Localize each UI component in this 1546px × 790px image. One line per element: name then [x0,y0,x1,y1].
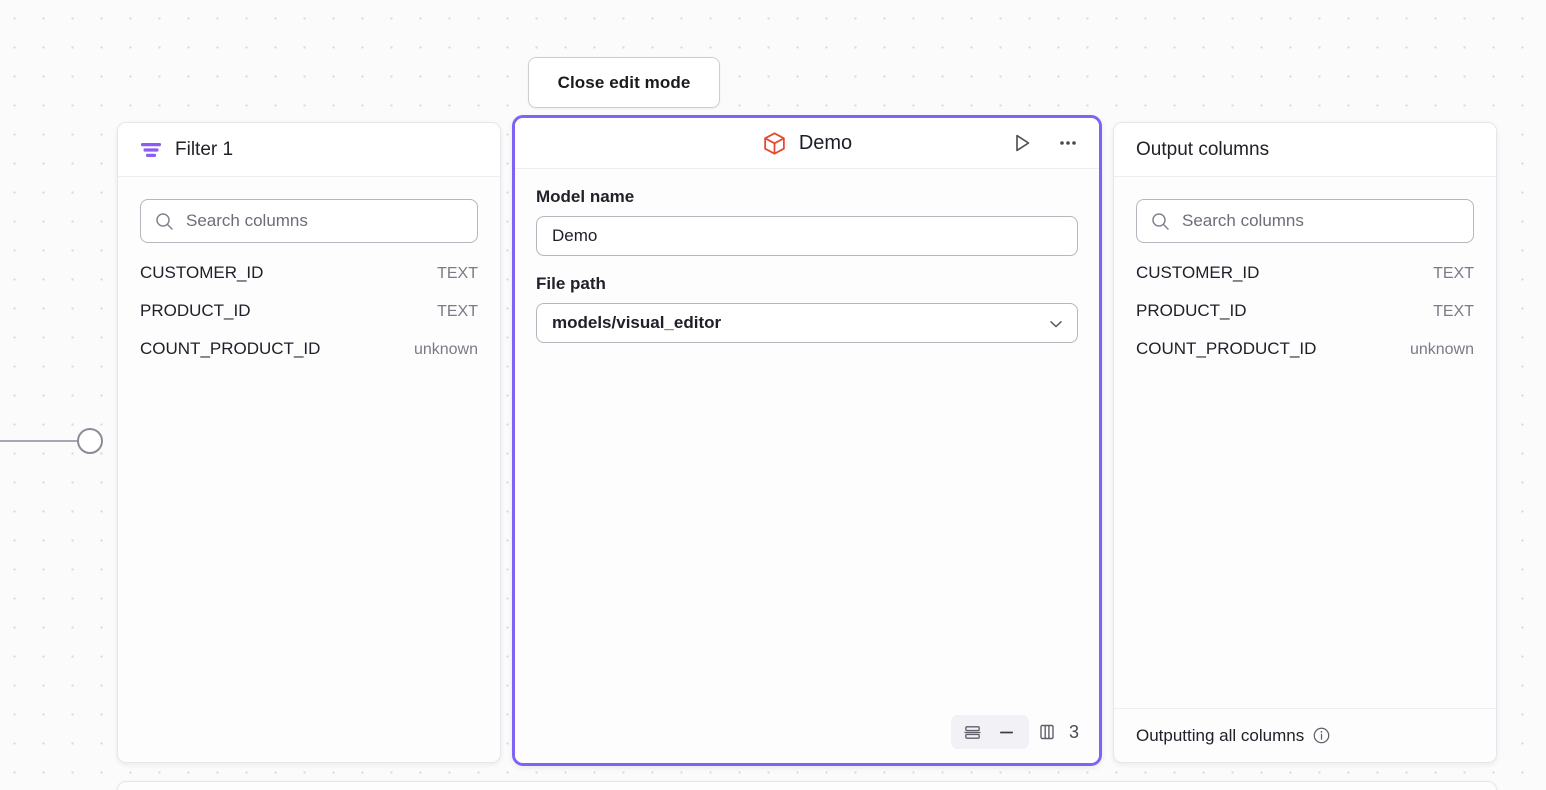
model-panel-header: Demo [515,118,1099,169]
table-row[interactable]: PRODUCT_ID TEXT [1136,301,1474,339]
minus-icon [1000,731,1014,733]
filter-panel-title: Filter 1 [175,138,234,160]
close-edit-mode-button[interactable]: Close edit mode [528,57,720,108]
filter-column-name: COUNT_PRODUCT_ID [140,339,321,358]
rows-view-icon [964,725,982,739]
filter-search-box[interactable] [140,199,478,243]
lower-panel[interactable] [117,781,1497,790]
output-column-type: TEXT [1433,303,1474,320]
output-panel-footer: Outputting all columns [1114,708,1496,762]
play-icon [1016,134,1030,152]
filter-icon [141,142,161,157]
model-name-label: Model name [536,187,635,206]
file-path-select-wrap[interactable] [536,303,1078,343]
output-column-type: unknown [1409,341,1474,358]
output-search-input[interactable] [1182,211,1459,231]
connector-edge [0,440,82,442]
filter-column-type: TEXT [437,265,478,282]
rows-toggle-group[interactable] [950,715,1029,749]
filter-panel[interactable]: Filter 1 CUSTOMER_ID TEXT PRODUCT_ID TEXT CO… [117,122,501,763]
table-row[interactable]: CUSTOMER_ID TEXT [1136,263,1474,301]
output-search-box[interactable] [1136,199,1474,243]
output-panel-body: CUSTOMER_ID TEXT PRODUCT_ID TEXT COUNT_PRODU… [1114,177,1496,708]
output-panel-header: Output columns [1114,123,1496,177]
output-column-name: COUNT_PRODUCT_ID [1136,339,1317,358]
filter-panel-header: Filter 1 [118,123,500,177]
output-column-list: CUSTOMER_ID TEXT PRODUCT_ID TEXT COUNT_PRODU… [1136,263,1474,377]
file-path-select[interactable] [536,303,1078,343]
model-name-input[interactable] [536,216,1078,256]
filter-column-type: TEXT [437,303,478,320]
column-count-value: 3 [1068,721,1079,742]
columns-view-icon [1040,724,1054,740]
output-column-name: CUSTOMER_ID [1136,263,1260,282]
info-icon[interactable] [1312,726,1331,745]
filter-search-input[interactable] [186,211,463,231]
model-panel[interactable]: Demo Model name [512,115,1102,766]
more-horizontal-icon [1060,141,1076,145]
file-path-label: File path [536,274,606,293]
connector-handle[interactable] [77,428,103,454]
model-panel-title: Demo [798,131,853,154]
model-title-group: Demo [762,131,852,156]
output-columns-panel[interactable]: Output columns CUSTOMER_IDTEXTPRODUCT_ID… [1113,122,1497,763]
search-icon [1152,212,1169,230]
filter-column-list: CUSTOMER_ID TEXT PRODUCT_ID TEXT COUNT_PRODU… [140,263,478,377]
model-footer-toolbar: 3 [950,715,1083,749]
model-panel-body: Model name File path [515,169,1099,763]
output-column-name: PRODUCT_ID [1136,301,1247,320]
table-row[interactable]: COUNT_PRODUCT_ID unknown [1136,339,1474,377]
filter-panel-body: CUSTOMER_ID TEXT PRODUCT_ID TEXT COUNT_PRODU… [118,177,500,762]
search-icon [156,212,173,230]
filter-column-name: CUSTOMER_ID [140,263,264,282]
table-row[interactable]: PRODUCT_ID TEXT [140,301,478,339]
run-model-button[interactable] [1005,126,1039,160]
filter-column-name: PRODUCT_ID [140,301,251,320]
model-header-actions [1005,118,1085,168]
output-panel-title: Output columns [1136,138,1270,160]
columns-view-button[interactable] [1033,719,1061,745]
collapse-button[interactable] [993,719,1021,745]
output-footer-label: Outputting all columns [1136,725,1305,745]
output-column-type: TEXT [1433,265,1474,282]
cube-icon [764,131,785,155]
model-more-options-button[interactable] [1051,126,1085,160]
table-row[interactable]: CUSTOMER_ID TEXT [140,263,478,301]
rows-view-button[interactable] [959,719,987,745]
filter-column-type: unknown [413,341,478,358]
table-row[interactable]: COUNT_PRODUCT_ID unknown [140,339,478,377]
